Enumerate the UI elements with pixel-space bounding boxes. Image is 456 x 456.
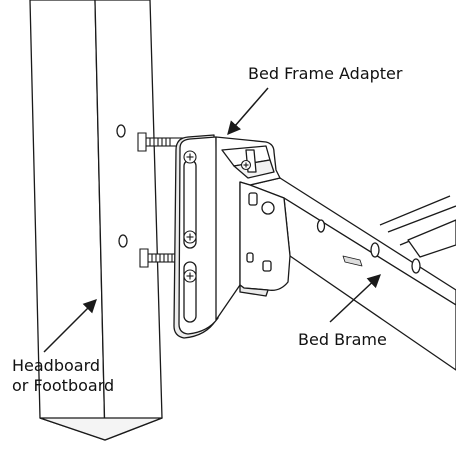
arrow-headboard (43, 299, 97, 353)
adapter-square-hole-2 (246, 252, 254, 263)
headboard-post (29, 0, 163, 441)
post-hole-top (116, 124, 126, 138)
label-bed-frame: Bed Brame (298, 330, 387, 349)
screw-head-top (183, 150, 197, 164)
rail-hole-1 (316, 219, 326, 233)
label-bed-frame-adapter: Bed Frame Adapter (248, 64, 403, 83)
screw-head-lower (183, 269, 197, 283)
adapter-square-hole-3 (262, 260, 272, 272)
label-headboard: Headboard or Footboard (12, 356, 114, 396)
label-headboard-line1: Headboard (12, 356, 101, 375)
bolts (137, 132, 185, 268)
rail-hole-2 (370, 242, 380, 258)
post-hole-bottom (118, 234, 128, 248)
bolt-bottom (139, 248, 185, 268)
label-headboard-line2: or Footboard (12, 376, 115, 395)
screw-head-side (240, 159, 252, 171)
adapter-square-hole-1 (248, 192, 258, 206)
adapter-round-hole (261, 201, 275, 215)
rail-hole-3 (411, 258, 421, 274)
arrow-frame (329, 274, 381, 323)
arrow-adapter (227, 87, 269, 136)
screw-heads (183, 150, 252, 283)
callout-arrows (43, 87, 381, 353)
screw-head-mid (183, 230, 197, 244)
